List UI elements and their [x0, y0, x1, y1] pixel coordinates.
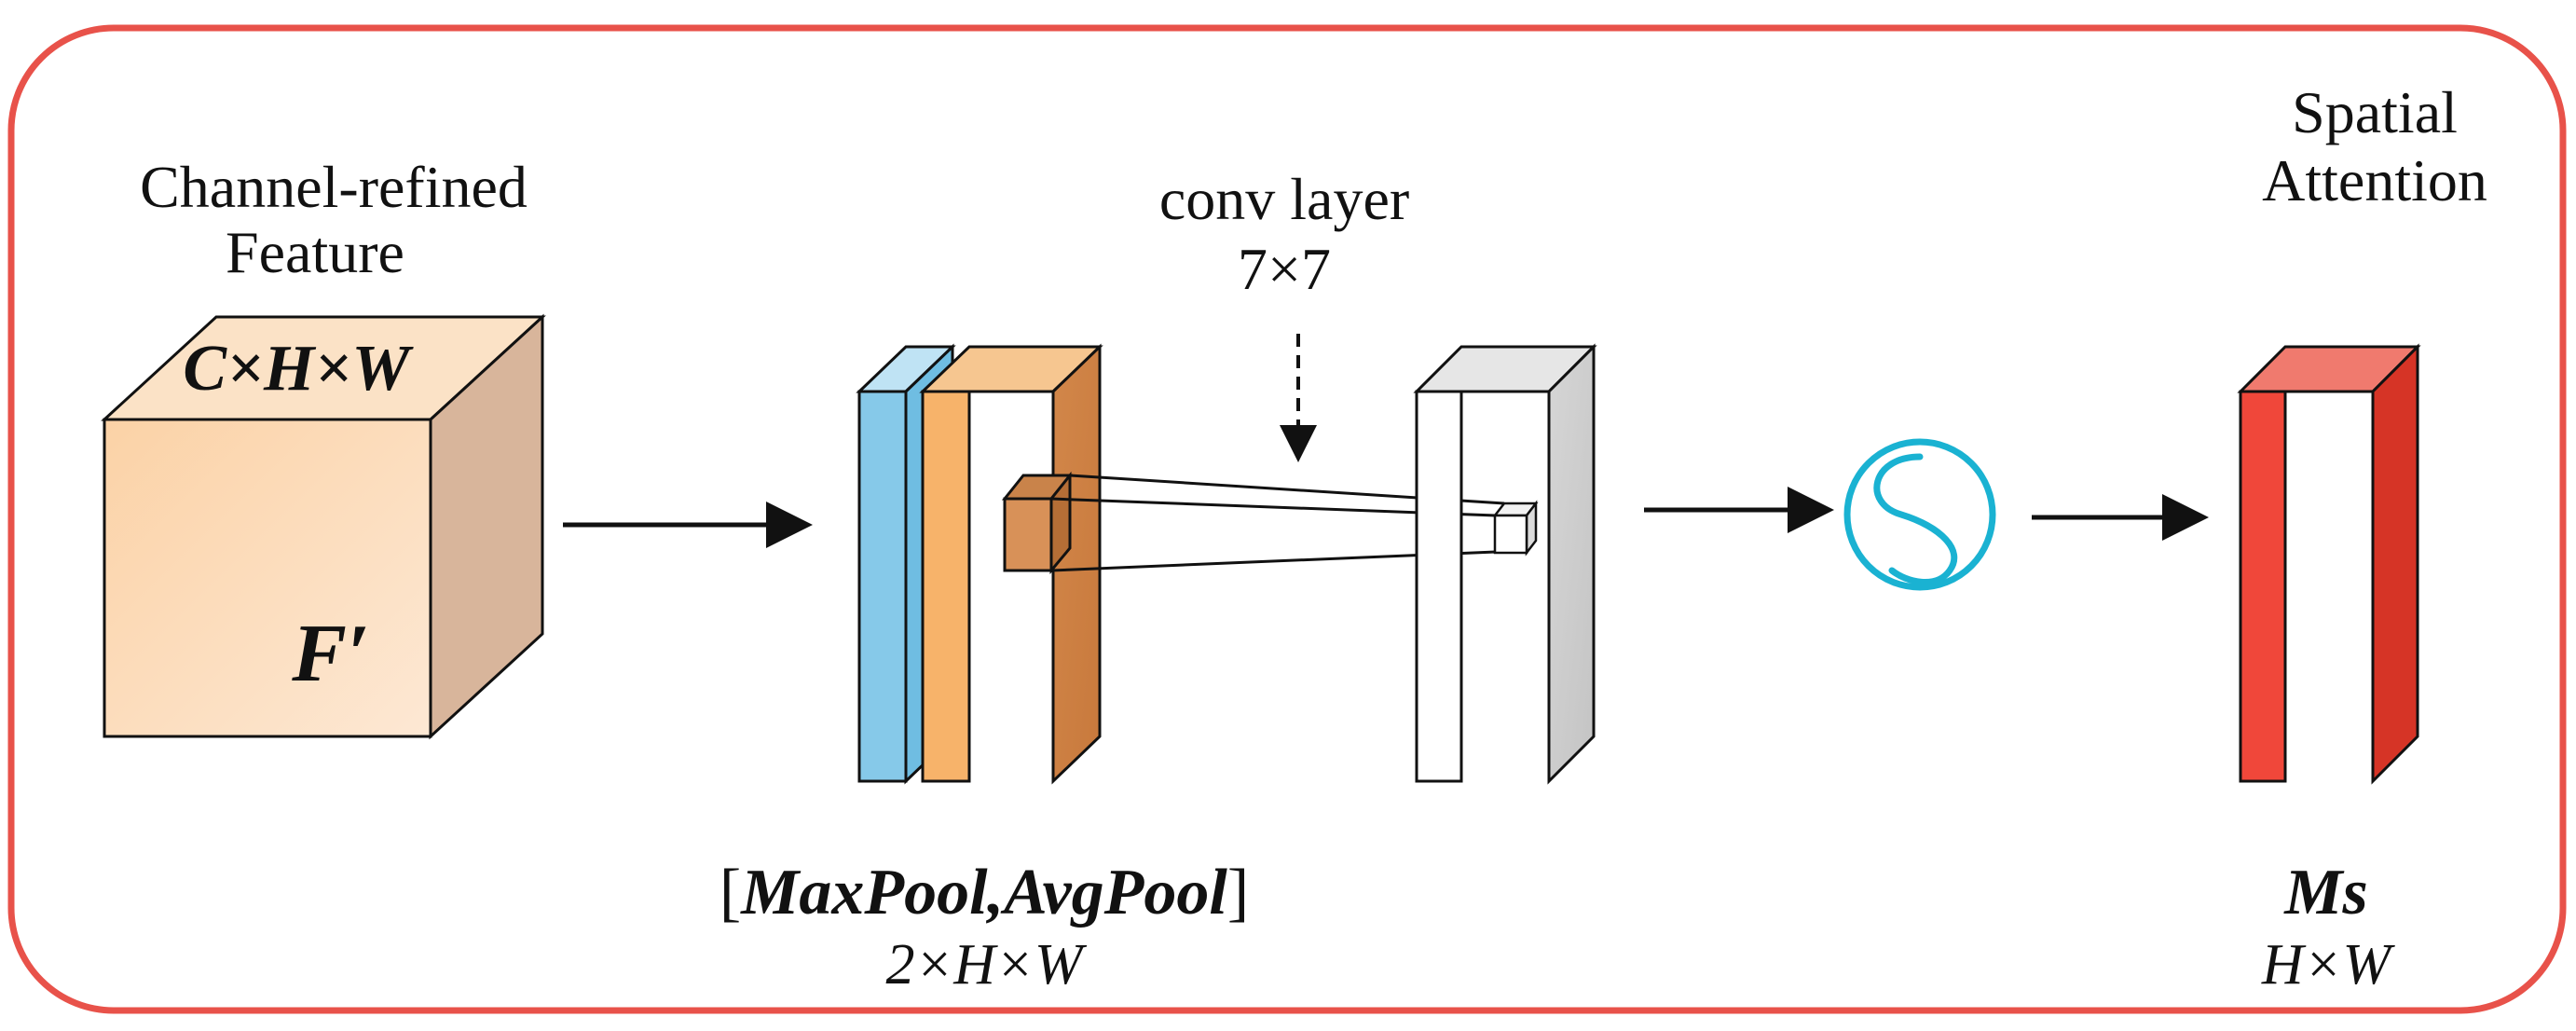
conv-label-line1: conv layer: [1159, 166, 1409, 232]
pool-label: [MaxPool,AvgPool]: [719, 857, 1249, 928]
conv-label-line2: 7×7: [1238, 236, 1331, 302]
output-label-line1: Spatial: [2292, 79, 2458, 145]
sigmoid-icon: [1843, 438, 1996, 591]
outer-frame: [7, 24, 2567, 1014]
input-symbol: F′: [291, 609, 369, 699]
attention-map-front: [2239, 390, 2287, 783]
cube-front-face: [103, 418, 432, 738]
output-symbol: Ms: [2283, 857, 2367, 928]
attention-map-side: [2371, 343, 2419, 785]
kernel-cube-front: [1003, 497, 1053, 572]
avgpool-map-front: [921, 390, 971, 783]
sigmoid-curve: [1873, 453, 1958, 586]
avgpool-map-side: [1051, 343, 1102, 785]
conv-output-cell: [1492, 500, 1539, 557]
output-label-line2: Attention: [2262, 147, 2487, 213]
output-cell-front: [1493, 514, 1528, 555]
output-dims-label: H×W: [2261, 933, 2396, 997]
conv-output-front: [1415, 390, 1463, 783]
input-label-line2: Feature: [226, 219, 404, 285]
avgpool-map: [919, 343, 1103, 785]
input-dims-label: C×H×W: [183, 333, 414, 405]
sigmoid-circle: [1843, 438, 1996, 591]
pool-dims-label: 2×H×W: [885, 933, 1087, 997]
pool-bracket-close: ]: [1227, 857, 1249, 928]
spatial-attention-map: [2237, 343, 2421, 785]
input-feature-cube: [101, 313, 546, 740]
conv-output-map: [1413, 343, 1597, 785]
conv-kernel-cube: [1001, 471, 1074, 575]
conv-output-side: [1547, 343, 1596, 785]
maxpool-map-front: [857, 390, 908, 783]
pool-bracket-open: [: [719, 857, 741, 928]
input-label-line1: Channel-refined: [140, 154, 528, 220]
pool-label-text: MaxPool,AvgPool: [740, 857, 1227, 928]
